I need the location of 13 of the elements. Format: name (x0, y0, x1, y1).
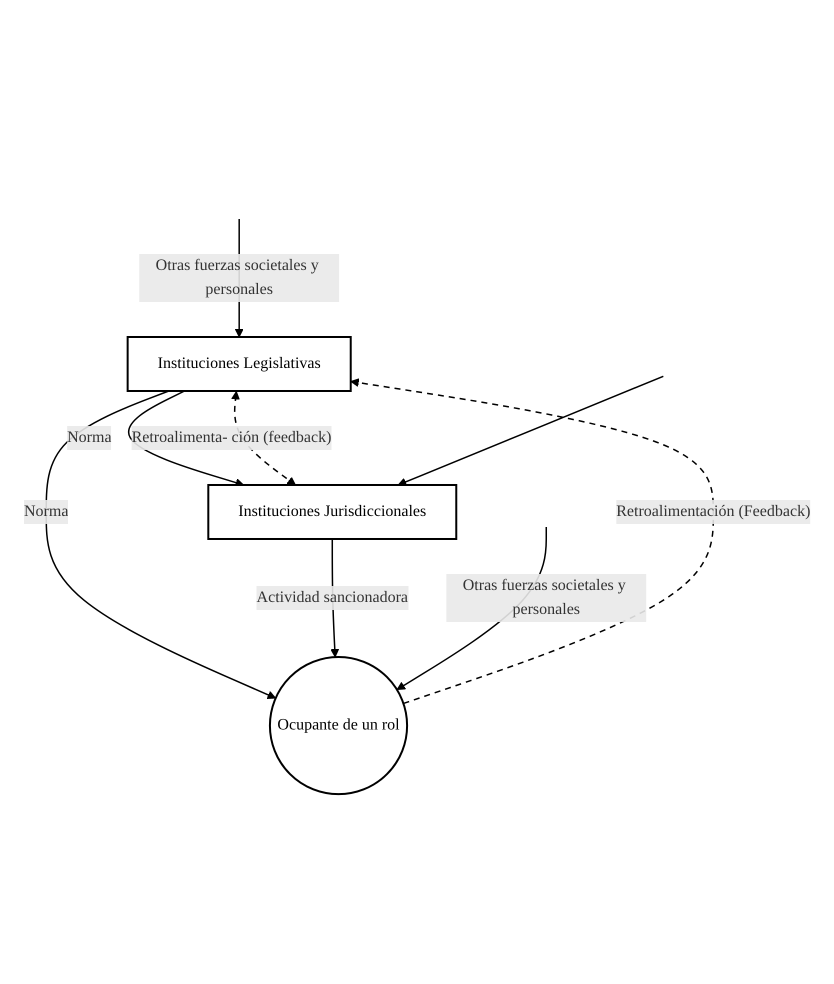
edge-label: Otras fuerzas societales y personales (155, 257, 318, 298)
node-box: Instituciones Jurisdiccionales (207, 484, 458, 540)
edge-label: Actividad sancionadora (256, 589, 408, 606)
edge-label: Otras fuerzas societales y personales (462, 577, 626, 618)
node-circle: Ocupante de un rol (268, 656, 408, 796)
arrow (398, 376, 664, 486)
edge-label: Norma (66, 429, 112, 446)
arrow (45, 390, 276, 700)
edge-label: Retroalimenta- ción (feedback) (131, 429, 332, 446)
arrow (350, 378, 714, 705)
edge-label: Retroalimentación (Feedback) (616, 503, 810, 520)
edge-label: Norma (24, 503, 68, 520)
node-box: Instituciones Legislativas (126, 336, 352, 392)
